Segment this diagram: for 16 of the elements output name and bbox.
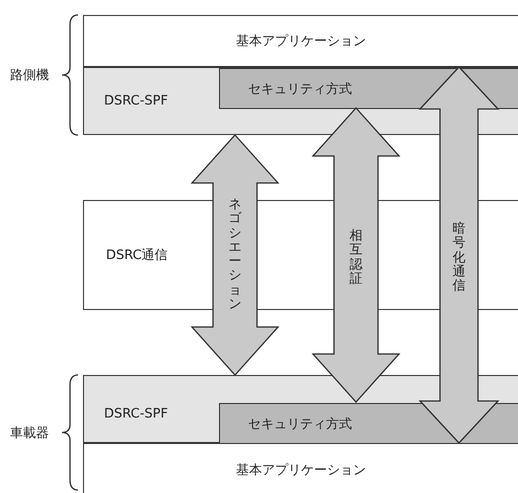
edge-label: 暗号化通信 — [452, 222, 466, 294]
double-arrow — [418, 66, 500, 444]
layer-box — [83, 15, 518, 67]
layer-label: 基本アプリケーション — [236, 33, 366, 50]
device-label: 路側機 — [10, 67, 49, 84]
device-label: 車載器 — [10, 424, 49, 442]
edge-label: 相互認証 — [350, 229, 362, 287]
layer-label: DSRC-SPF — [104, 94, 168, 108]
double-arrow — [190, 134, 280, 376]
layer-label: セキュリティ方式 — [248, 416, 352, 432]
layer-label: 基本アプリケーション — [236, 462, 366, 478]
double-arrow — [312, 107, 400, 403]
layer-label: セキュリティ方式 — [248, 80, 352, 98]
edge-label: ネゴシエーション — [228, 198, 242, 312]
layer-label: DSRC-SPF — [104, 406, 168, 422]
layer-label: DSRC通信 — [106, 247, 168, 264]
